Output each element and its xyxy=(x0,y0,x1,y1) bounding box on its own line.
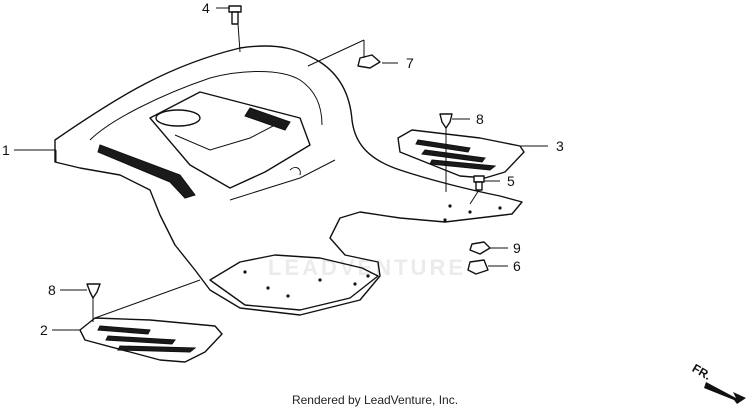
callout-1: 1 xyxy=(2,142,10,158)
footplate-right xyxy=(397,129,525,179)
callout-6: 6 xyxy=(513,258,521,274)
front-direction-arrow xyxy=(704,382,746,404)
bolt-4 xyxy=(228,5,242,25)
clip-8a xyxy=(439,113,453,129)
callout-7: 7 xyxy=(406,55,414,71)
callout-8-upper: 8 xyxy=(476,111,484,127)
bolt-5 xyxy=(473,175,485,191)
watermark: LEADVENTURE xyxy=(268,255,467,280)
callout-2: 2 xyxy=(40,322,48,338)
callout-8-lower: 8 xyxy=(48,282,56,298)
nut-9 xyxy=(469,241,491,255)
leader-lines xyxy=(14,7,548,331)
callout-5: 5 xyxy=(507,173,515,189)
clip-8b xyxy=(86,283,101,299)
footplate-left xyxy=(79,317,223,363)
callout-9: 9 xyxy=(513,240,521,256)
callout-4: 4 xyxy=(202,0,210,16)
nut-6 xyxy=(467,259,489,275)
callout-3: 3 xyxy=(556,138,564,154)
nut-7 xyxy=(357,54,381,69)
credit-text: Rendered by LeadVenture, Inc. xyxy=(291,393,459,407)
fender-body xyxy=(54,45,523,316)
